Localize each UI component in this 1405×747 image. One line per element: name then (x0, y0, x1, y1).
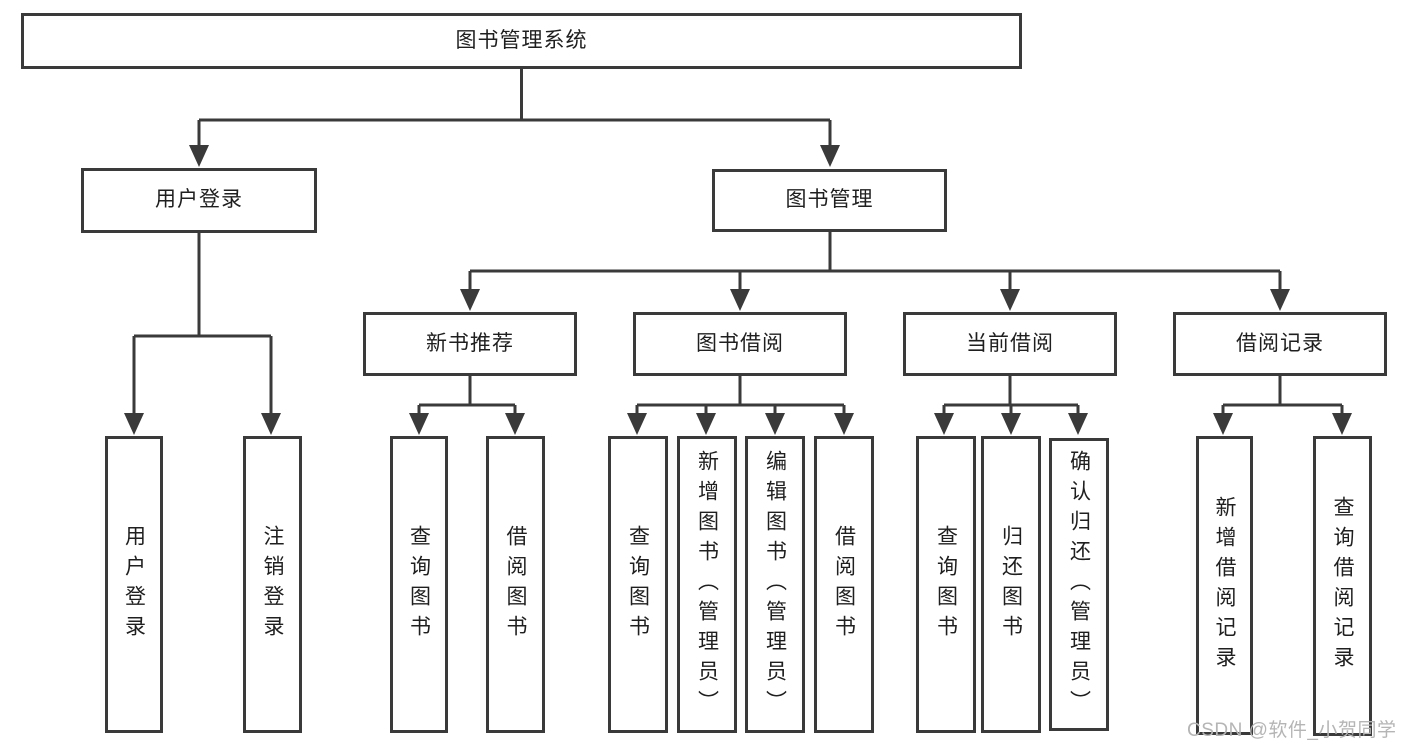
leaf-logout-label: 注销登录 (261, 524, 284, 645)
leaf-borrowing-query-books-label: 查询图书 (626, 524, 650, 645)
node-book-management-label: 图书管理 (785, 188, 874, 212)
leaf-recommend-query-books-label: 查询图书 (407, 524, 431, 645)
leaf-recommend-borrow-books: 借阅图书 (486, 436, 545, 733)
leaf-user-login: 用户登录 (105, 436, 163, 733)
leaf-add-books-admin: 新增图书（管理员） (677, 436, 737, 733)
leaf-add-borrow-record: 新增借阅记录 (1196, 436, 1253, 735)
leaf-add-books-admin-label: 新增图书（管理员） (695, 449, 719, 720)
leaf-return-books: 归还图书 (981, 436, 1041, 733)
leaf-current-query-books: 查询图书 (916, 436, 976, 733)
leaf-borrowing-borrow-books-label: 借阅图书 (832, 524, 856, 645)
node-current-borrowing-label: 当前借阅 (966, 331, 1054, 355)
leaf-confirm-return-admin: 确认归还（管理员） (1049, 438, 1109, 731)
node-borrowing-records-label: 借阅记录 (1236, 331, 1324, 355)
leaf-add-borrow-record-label: 新增借阅记录 (1213, 495, 1236, 676)
leaf-recommend-query-books: 查询图书 (390, 436, 448, 733)
node-current-borrowing: 当前借阅 (903, 312, 1117, 376)
leaf-recommend-borrow-books-label: 借阅图书 (504, 524, 527, 645)
leaf-confirm-return-admin-label: 确认归还（管理员） (1067, 449, 1091, 720)
leaf-logout: 注销登录 (243, 436, 302, 733)
leaf-return-books-label: 归还图书 (999, 524, 1023, 645)
leaf-query-borrow-record-label: 查询借阅记录 (1331, 496, 1354, 676)
node-borrowing-records: 借阅记录 (1173, 312, 1387, 376)
csdn-watermark: CSDN @软件_小贺同学 (1187, 720, 1397, 741)
node-library-system: 图书管理系统 (21, 13, 1022, 69)
leaf-query-borrow-record: 查询借阅记录 (1313, 436, 1372, 736)
leaf-borrowing-query-books: 查询图书 (608, 436, 668, 733)
node-book-borrowing: 图书借阅 (633, 312, 847, 376)
leaf-current-query-books-label: 查询图书 (934, 524, 958, 645)
leaf-edit-books-admin-label: 编辑图书（管理员） (763, 449, 787, 720)
node-new-book-recommend: 新书推荐 (363, 312, 577, 376)
leaf-edit-books-admin: 编辑图书（管理员） (745, 436, 805, 733)
node-user-login-label: 用户登录 (155, 188, 243, 212)
leaf-user-login-label: 用户登录 (122, 524, 146, 645)
node-user-login: 用户登录 (81, 168, 317, 233)
node-new-book-recommend-label: 新书推荐 (426, 331, 514, 355)
node-book-borrowing-label: 图书借阅 (696, 331, 784, 355)
node-library-system-label: 图书管理系统 (455, 28, 588, 52)
leaf-borrowing-borrow-books: 借阅图书 (814, 436, 874, 733)
node-book-management: 图书管理 (712, 169, 947, 232)
